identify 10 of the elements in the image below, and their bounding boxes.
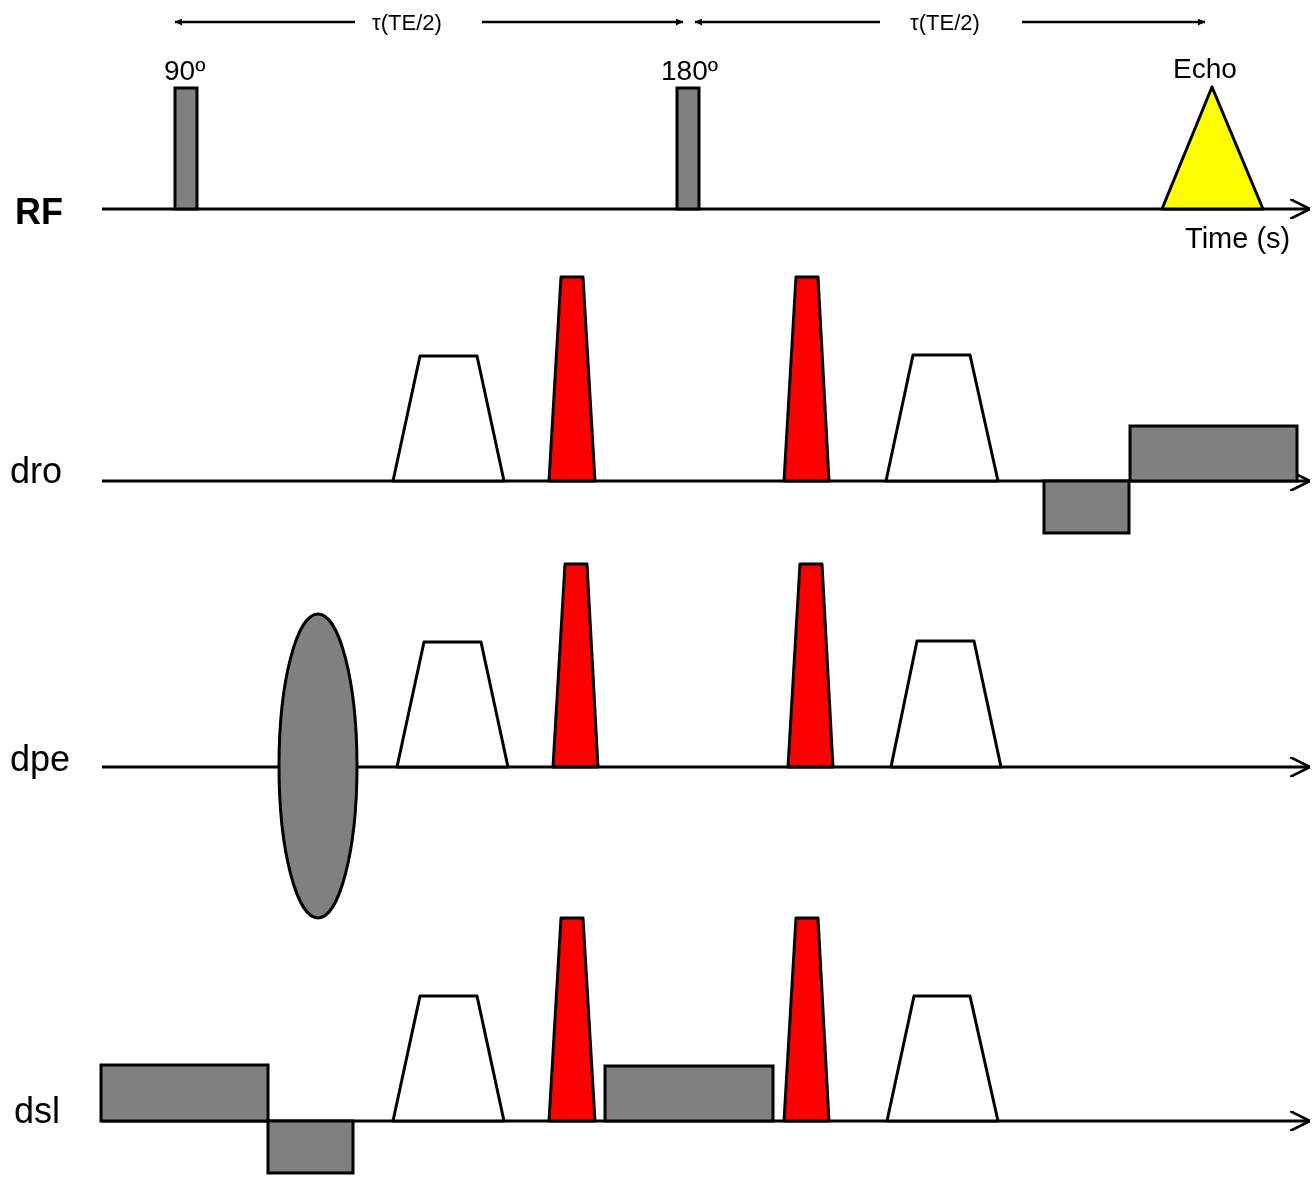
axis-title: Time (s) — [1185, 224, 1291, 253]
pulse-label: 180º — [661, 57, 718, 85]
pulse-label: 90º — [164, 57, 206, 85]
axis-label: dsl — [14, 1093, 61, 1129]
echo-label: Echo — [1173, 55, 1237, 83]
interval-label: τ(TE/2) — [372, 12, 442, 34]
interval-label: τ(TE/2) — [910, 12, 980, 34]
axis-label: dro — [10, 453, 63, 489]
axis-label: RF — [15, 194, 63, 230]
axis-label: dpe — [10, 741, 71, 777]
